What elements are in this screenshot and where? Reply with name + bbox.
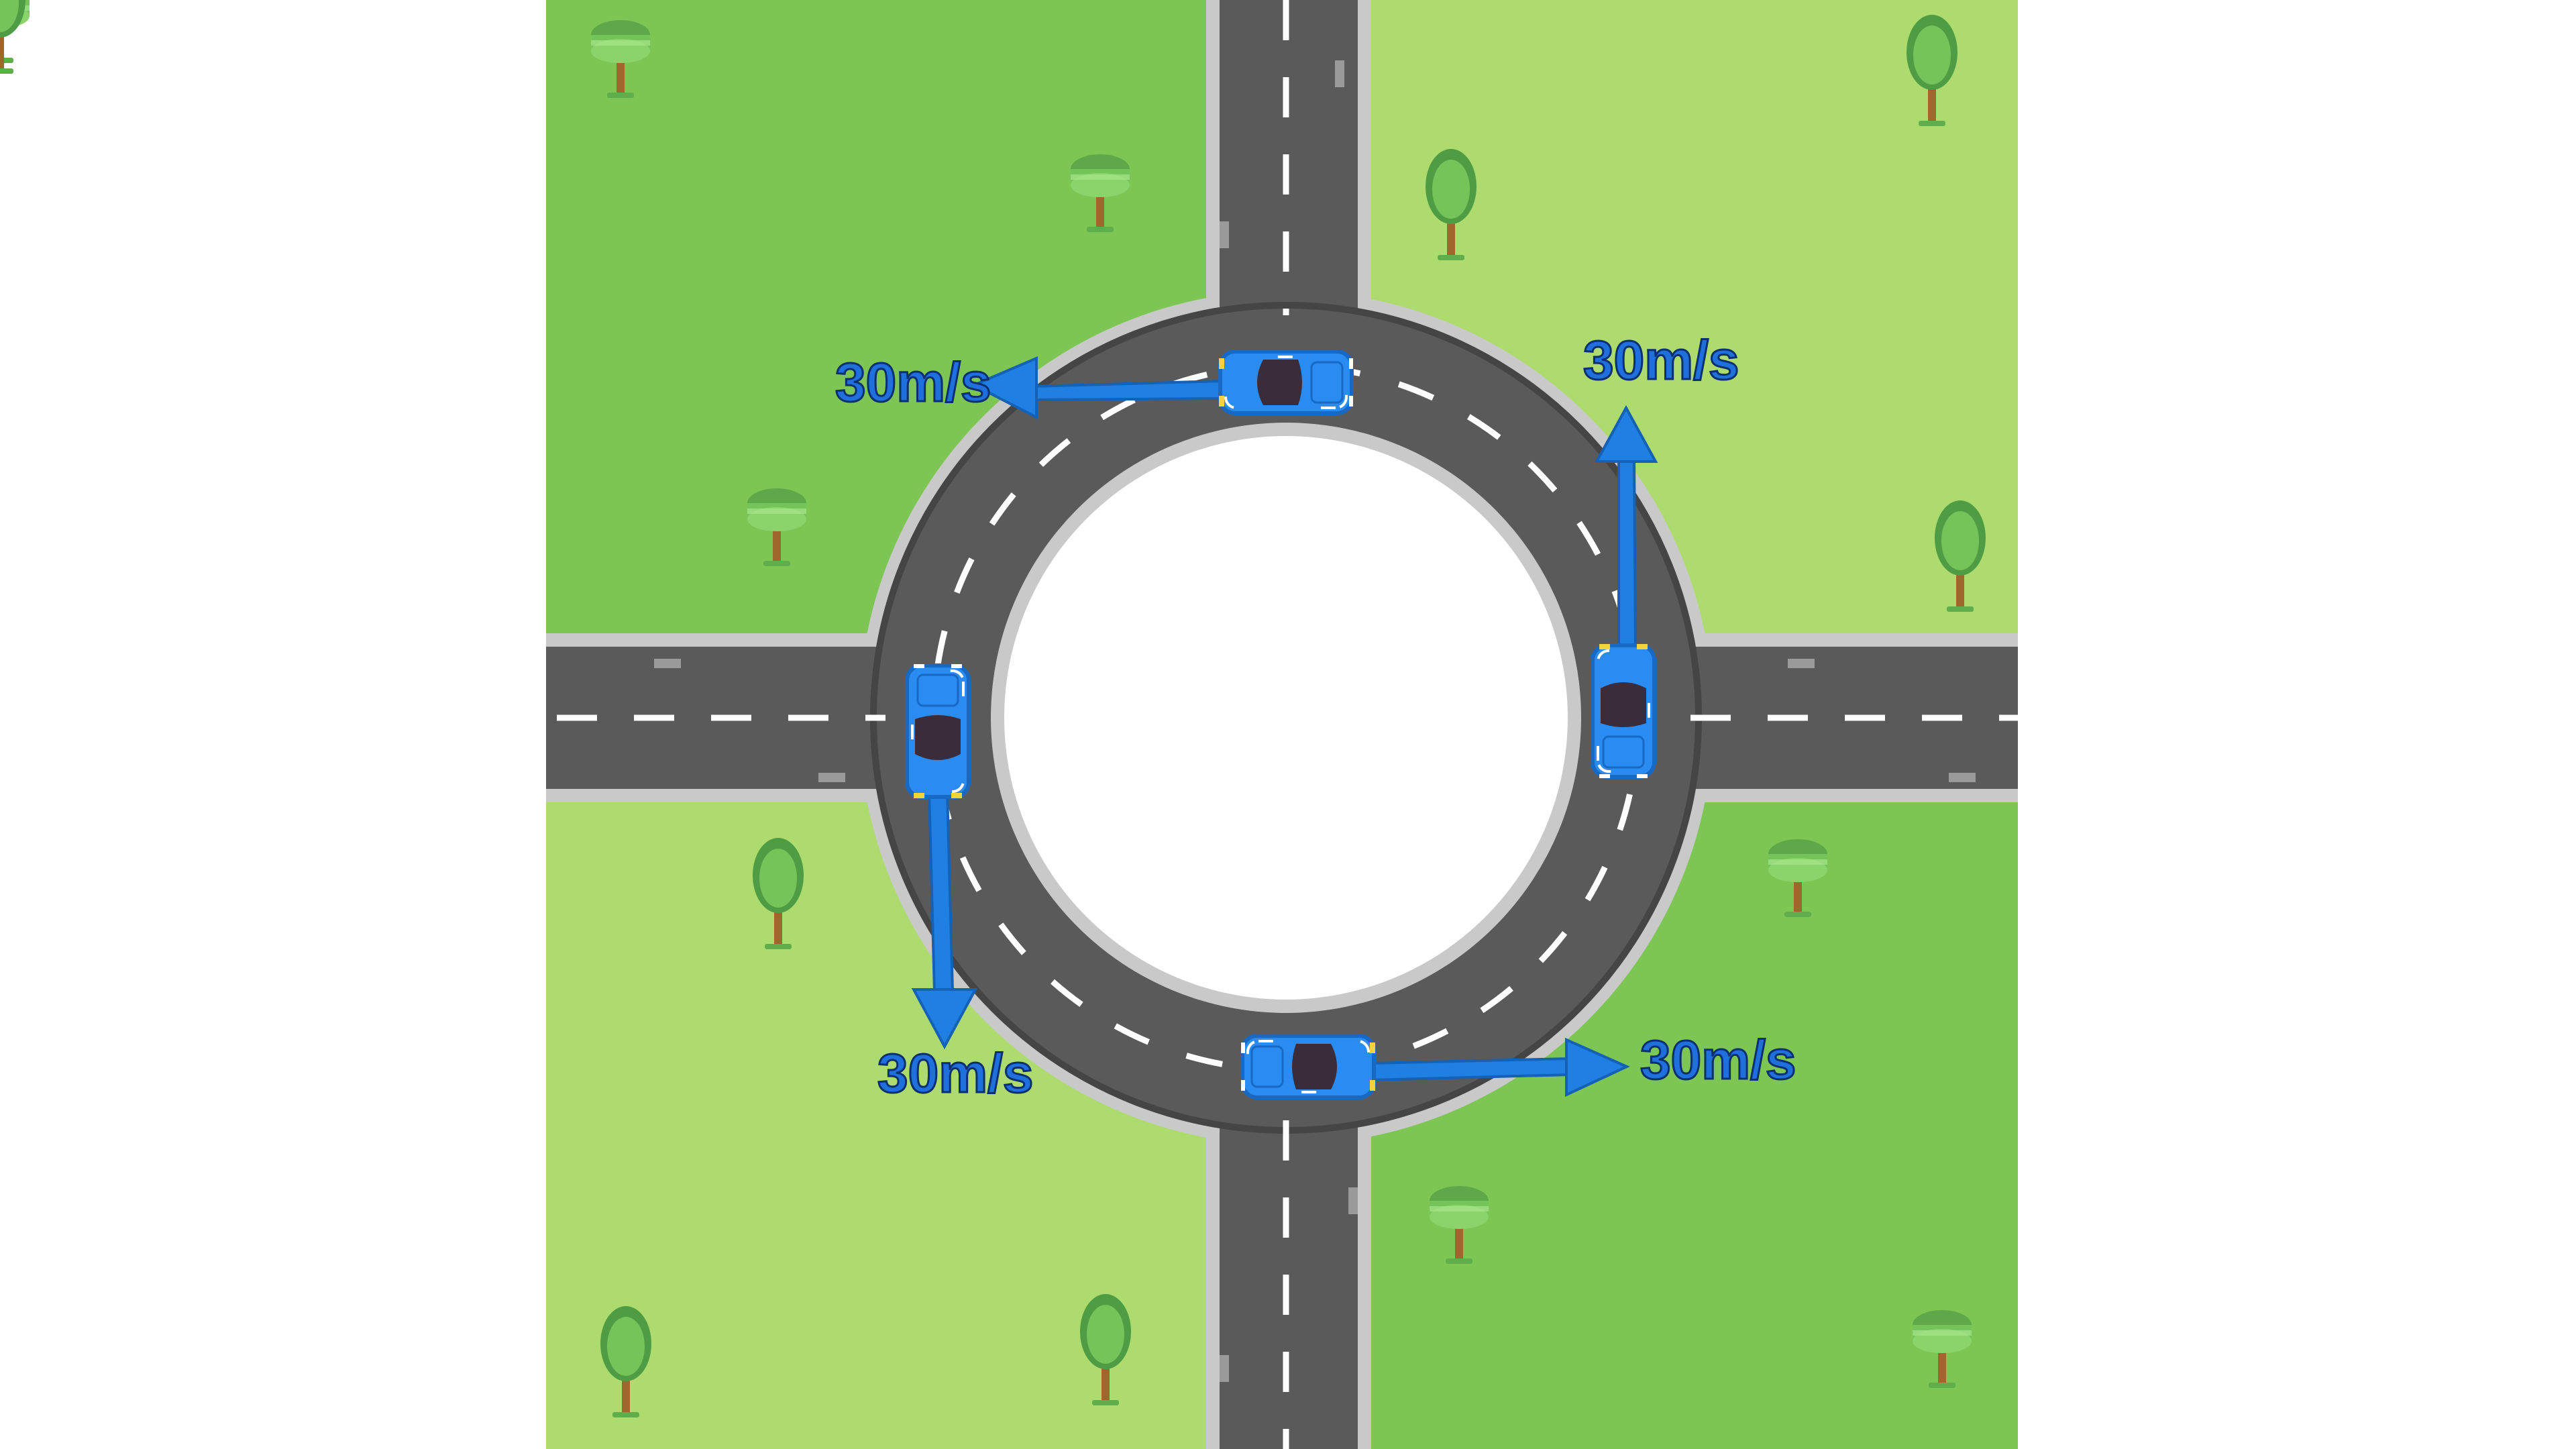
speed-labels: 30m/s 30m/s 30m/s 30m/s (835, 329, 1798, 1106)
trees-oval (0, 0, 25, 74)
velocity-arrows (911, 356, 1658, 1097)
road-surface (546, 0, 2018, 1449)
speed-label-west-car: 30m/s (877, 1043, 1034, 1104)
car-west (907, 664, 969, 798)
speed-label-south-car: 30m/s (1640, 1030, 1796, 1091)
car-east (1593, 644, 1654, 778)
car-south (1241, 1036, 1375, 1097)
tree-icon (0, 0, 25, 74)
speed-label-east-car: 30m/s (1583, 330, 1739, 391)
arrow-east-car (1594, 405, 1658, 649)
center-island (1004, 436, 1568, 1000)
drain-grates (654, 60, 1976, 1382)
arrow-west-car (911, 790, 978, 1050)
speed-label-north-car: 30m/s (835, 352, 991, 413)
car-north (1219, 352, 1353, 413)
